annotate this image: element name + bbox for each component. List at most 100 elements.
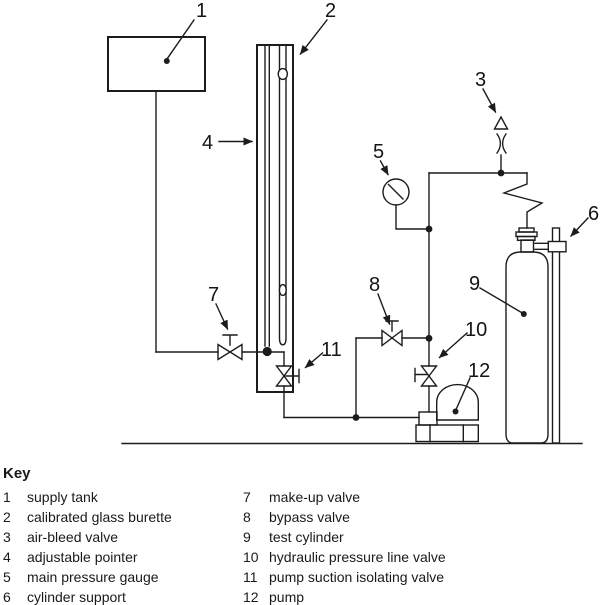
key-num: 1 (3, 489, 11, 505)
calibrated-glass-burette (256, 44, 294, 393)
key-item-make-up-valve: 7 make-up valve (243, 488, 593, 508)
air-bleed-restriction (496, 133, 507, 154)
key-column-right: 7 make-up valve 8 bypass valve 9 test cy… (243, 488, 593, 605)
pipe-junctions (352, 169, 505, 421)
key-num: 2 (3, 508, 11, 525)
label-1-leader-dot (163, 58, 170, 64)
label-8: 8 (369, 274, 380, 296)
key-item-adjustable-pointer: 4 adjustable pointer (3, 548, 228, 568)
label-3: 3 (475, 69, 486, 91)
pump-base-dividers (429, 424, 464, 443)
make-up-valve-body (217, 343, 243, 361)
key-num: 12 (243, 588, 259, 605)
valve11-body (275, 365, 293, 387)
key-num: 7 (243, 489, 251, 505)
key-label: supply tank (27, 489, 98, 505)
label-9-leader-dot (520, 311, 527, 317)
key-item-supply-tank: 1 supply tank (3, 488, 228, 508)
suction-junction-dot (352, 414, 360, 421)
key-label: pump suction isolating valve (269, 568, 445, 585)
label-3-leader (482, 88, 497, 113)
item-labels: 1 2 3 4 5 6 7 8 9 10 11 12 (196, 0, 599, 382)
support-post (551, 227, 561, 444)
label-9-leader (479, 287, 523, 314)
make-up-valve-stem (222, 334, 238, 346)
valve10-body (420, 365, 438, 387)
key-label: pump (269, 588, 305, 605)
key-num: 5 (3, 568, 11, 585)
air-bleed-junction-dot (497, 169, 505, 177)
pump-suction-isolating-valve (275, 365, 300, 387)
apparatus-diagram: 1 2 3 4 5 6 7 8 9 10 11 12 (107, 0, 599, 445)
key-column-left: 1 supply tank 2 calibrated glass burette… (3, 488, 228, 605)
cylinder-support (534, 227, 567, 444)
key-num: 10 (243, 548, 259, 565)
key-label: test cylinder (269, 528, 344, 545)
label-1: 1 (196, 0, 207, 22)
label-11: 11 (321, 339, 342, 361)
key-item-test-cylinder: 9 test cylinder (243, 528, 593, 548)
label-12: 12 (468, 360, 490, 382)
key-label: cylinder support (27, 588, 126, 605)
air-bleed-triangle (493, 115, 509, 130)
key-label: make-up valve (269, 489, 361, 505)
key-item-pump: 12 pump (243, 588, 593, 605)
bypass-junction-dot (425, 334, 433, 342)
label-10-leader (438, 332, 468, 359)
label-1-leader (166, 19, 195, 60)
key-item-calibrated-glass-burette: 2 calibrated glass burette (3, 508, 228, 528)
gauge-dial (382, 178, 410, 206)
pump-inlet-box (418, 411, 438, 426)
main-pressure-gauge (382, 178, 410, 206)
cylinder-cap (515, 227, 538, 253)
label-7: 7 (208, 284, 219, 306)
make-up-valve (217, 334, 243, 361)
pump (415, 383, 479, 443)
flexible-hose-zigzag (501, 172, 544, 229)
label-8-leader (377, 293, 391, 325)
key-item-main-pressure-gauge: 5 main pressure gauge (3, 568, 228, 588)
key-num: 9 (243, 528, 251, 545)
gauge-junction-dot (425, 225, 433, 233)
burette-inner-tube-right (278, 44, 287, 346)
gauge-needle (387, 183, 404, 200)
burette-bubble-lower (278, 283, 287, 297)
key-label: calibrated glass burette (27, 508, 172, 525)
key-label: adjustable pointer (27, 548, 138, 565)
label-2: 2 (325, 0, 336, 22)
key-item-bypass-valve: 8 bypass valve (243, 508, 593, 528)
burette-inner-tube-left (264, 44, 270, 347)
key-item-cylinder-support: 6 cylinder support (3, 588, 228, 605)
bypass-valve-stem (385, 320, 399, 332)
label-11-leader (304, 352, 324, 369)
bypass-valve (381, 320, 403, 347)
key-label: bypass valve (269, 508, 350, 525)
key-num: 6 (3, 588, 11, 605)
key-label: hydraulic pressure line valve (269, 548, 446, 565)
key-num: 11 (243, 568, 258, 585)
label-9: 9 (469, 273, 480, 295)
label-12-leader (455, 377, 471, 410)
support-bracket (547, 240, 567, 253)
burette-outer-body (256, 44, 294, 393)
label-5-leader (379, 160, 389, 176)
key-num: 4 (3, 548, 11, 565)
key-label: air-bleed valve (27, 528, 119, 545)
label-2-leader (299, 19, 328, 55)
key-num: 3 (3, 528, 11, 545)
bypass-valve-body (381, 329, 403, 347)
key-num: 8 (243, 508, 251, 525)
valve11-handle (285, 368, 300, 384)
leader-lines (163, 19, 589, 415)
label-10: 10 (465, 319, 487, 341)
gauge-stem-line (395, 204, 430, 230)
key-item-hydraulic-pressure-line-valve: 10 hydraulic pressure line valve (243, 548, 593, 568)
label-6-leader (570, 217, 589, 237)
label-6: 6 (588, 203, 599, 225)
burette-tube-junction-dot (262, 346, 272, 357)
key-title: Key (3, 465, 31, 482)
key-section: Key 1 supply tank 2 calibrated glass bur… (0, 455, 600, 605)
key-label: main pressure gauge (27, 568, 159, 585)
hydraulic-pressure-line-valve (414, 365, 438, 387)
